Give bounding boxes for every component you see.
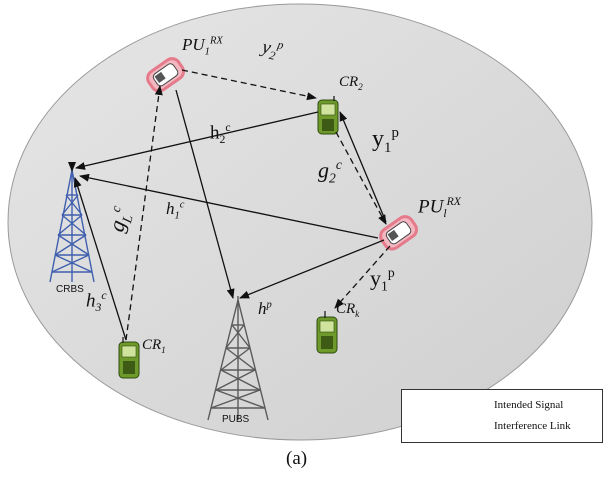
label-g2c: g2c	[318, 157, 342, 186]
link-pu1-to-pubs	[175, 89, 235, 299]
cr2-phone-icon	[317, 96, 339, 135]
label-h2c: h2c	[210, 121, 231, 147]
label-h3c: h3c	[86, 289, 107, 315]
link-g2c	[335, 131, 387, 225]
figure-caption: (a)	[286, 448, 308, 469]
crbs-antenna-icon	[68, 162, 76, 172]
label-cr2: CR2	[339, 74, 363, 93]
label-cr1: CR1	[142, 337, 166, 356]
link-h2c	[75, 111, 319, 170]
crk-phone-icon	[316, 311, 338, 354]
link-y1p-bottom	[334, 245, 391, 309]
legend-row-interference: Interference Link	[402, 417, 602, 437]
link-y2p	[181, 69, 317, 101]
link-hp	[239, 239, 385, 299]
crbs-tower-icon	[49, 165, 95, 283]
pul-rx-phone-icon	[379, 215, 418, 251]
link-gLc	[125, 85, 163, 341]
label-crk: CRk	[336, 301, 360, 320]
legend-interference-label: Interference Link	[494, 420, 571, 432]
label-hp: hp	[258, 299, 272, 318]
label-pubs: PUBS	[222, 414, 250, 425]
cr1-phone-icon	[118, 337, 140, 379]
label-y1p-top: y1p	[372, 125, 399, 156]
legend: Intended Signal Interference Link	[401, 389, 603, 443]
label-pu1-rx: PU1RX	[182, 35, 223, 58]
pu1-rx-phone-icon	[146, 57, 185, 93]
label-h1c: h1c	[166, 199, 185, 222]
label-y1p-bottom: y1p	[370, 265, 395, 294]
pubs-tower-icon	[207, 296, 269, 421]
link-h3c	[73, 177, 127, 341]
label-pul-rx: PUlRX	[418, 195, 461, 221]
link-h1c	[79, 173, 379, 239]
legend-intended-label: Intended Signal	[494, 399, 564, 411]
label-crbs: CRBS	[56, 284, 84, 295]
link-y1p-top	[339, 111, 387, 223]
legend-row-intended: Intended Signal	[402, 396, 602, 416]
